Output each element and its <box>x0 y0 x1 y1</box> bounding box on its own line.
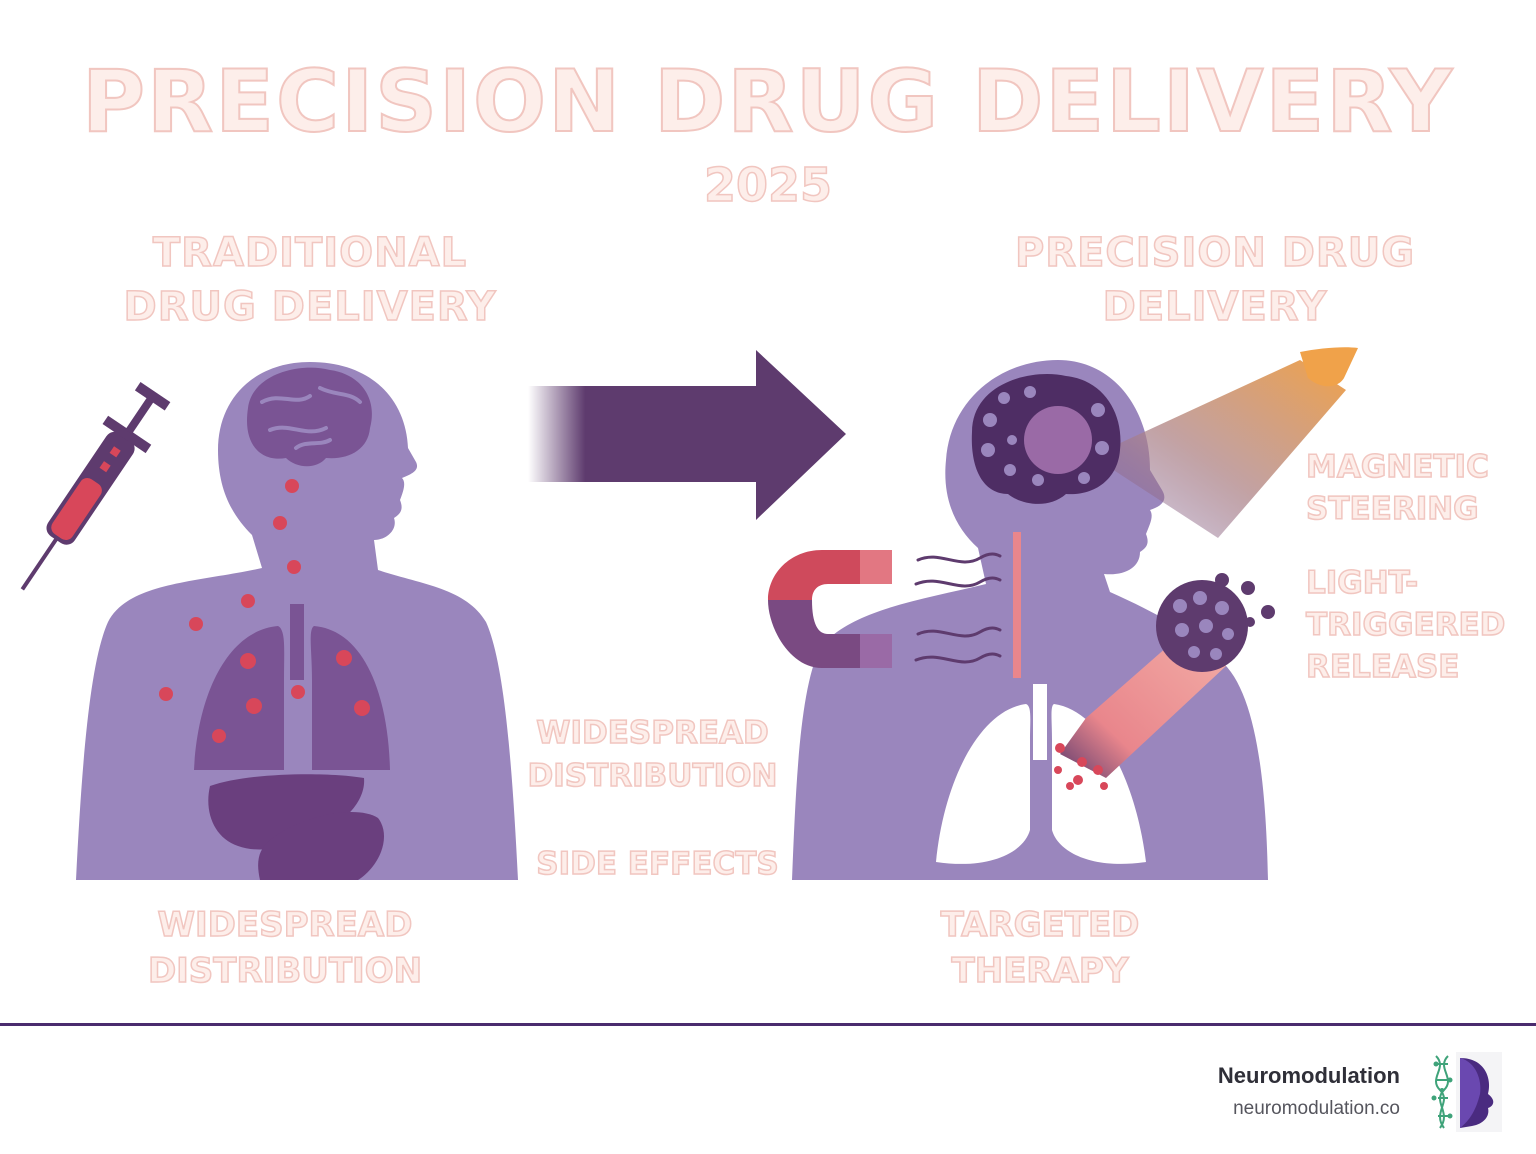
left-stomach <box>258 812 385 880</box>
right-caption: TARGETED THERAPY <box>920 902 1160 994</box>
middle-distribution-label: WIDESPREAD DISTRIBUTION <box>520 712 785 798</box>
brand-logo-icon <box>1431 1052 1502 1132</box>
drug-channel <box>1013 532 1021 678</box>
left-lung-right <box>310 626 390 770</box>
light-line1: LIGHT- <box>1305 564 1419 602</box>
brand-url[interactable]: neuromodulation.co <box>1233 1098 1400 1119</box>
left-brain <box>246 367 372 467</box>
light-line2: TRIGGERED <box>1305 606 1506 644</box>
left-caption-line1: WIDESPREAD <box>157 904 413 946</box>
precision-heading: PRECISION DRUG DELIVERY <box>990 226 1440 334</box>
right-trachea <box>1033 684 1047 760</box>
light-beam <box>1092 360 1346 538</box>
precision-body-figure <box>792 347 1358 880</box>
side-effects-label: SIDE EFFECTS <box>536 845 780 883</box>
light-line3: RELEASE <box>1305 648 1460 686</box>
traditional-heading-line2: DRUG DELIVERY <box>123 283 497 331</box>
middle-label-line2: DISTRIBUTION <box>527 757 778 795</box>
traditional-body-figure <box>76 362 518 880</box>
arrow-right-icon <box>528 350 846 520</box>
brand-name: Neuromodulation <box>1217 1063 1400 1088</box>
brain-tumor <box>1024 406 1092 474</box>
right-lung-left <box>936 704 1031 864</box>
magnetic-line1: MAGNETIC <box>1305 448 1489 486</box>
targeted-drug-dots <box>1054 743 1108 790</box>
light-source-icon <box>1300 347 1358 387</box>
magnet-icon <box>768 550 892 668</box>
traditional-heading: TRADITIONAL DRUG DELIVERY <box>100 226 520 334</box>
magnetic-line2: STEERING <box>1305 490 1479 528</box>
footer-divider <box>0 1023 1536 1026</box>
right-caption-line1: TARGETED <box>940 904 1140 946</box>
syringe-icon <box>20 382 171 591</box>
left-trachea <box>290 604 304 680</box>
year-label: 2025 <box>703 157 833 213</box>
left-caption: WIDESPREAD DISTRIBUTION <box>130 902 440 994</box>
magnetic-field-lines <box>914 552 1002 664</box>
left-drug-dots <box>159 479 370 743</box>
precision-heading-line1: PRECISION DRUG <box>1014 229 1416 277</box>
left-caption-line2: DISTRIBUTION <box>147 950 423 992</box>
middle-label-line1: WIDESPREAD <box>536 714 770 752</box>
precision-heading-line2: DELIVERY <box>1102 283 1328 331</box>
magnetic-steering-label: MAGNETIC STEERING <box>1305 446 1489 530</box>
traditional-heading-line1: TRADITIONAL <box>152 229 468 277</box>
light-triggered-label: LIGHT- TRIGGERED RELEASE <box>1305 562 1506 688</box>
page-title: PRECISION DRUG DELIVERY <box>81 51 1455 153</box>
right-caption-line2: THERAPY <box>951 950 1129 992</box>
